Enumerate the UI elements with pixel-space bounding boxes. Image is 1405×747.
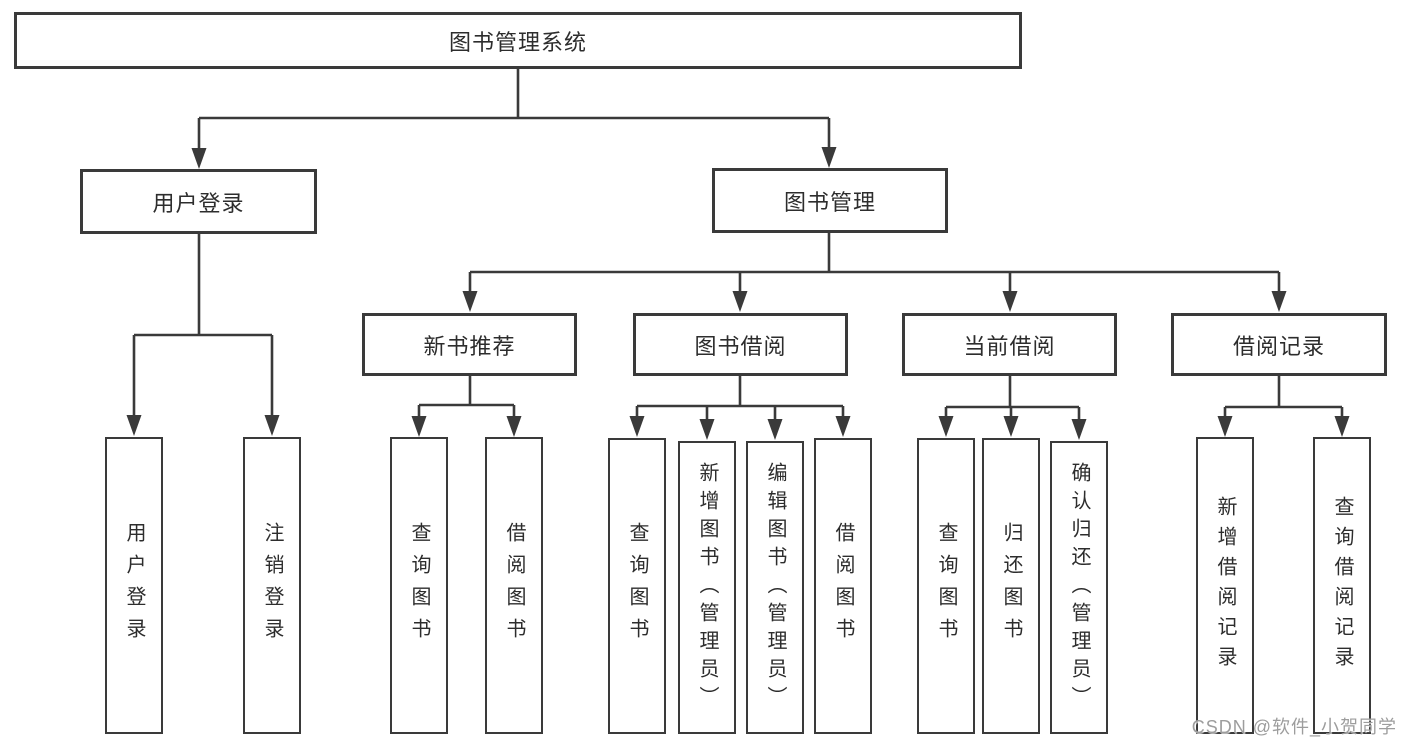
node-borrowing-records-label: 借阅记录 (1232, 333, 1325, 359)
leaf-add-book-admin-label: 新增图书（管理员） (696, 461, 718, 714)
node-user-login: 用户登录 (80, 169, 317, 234)
leaf-logout: 注销登录 (243, 437, 301, 734)
arrowhead-icon (1003, 416, 1019, 437)
leaf-return-book-label: 归还图书 (1000, 522, 1022, 650)
leaf-logout-label: 注销登录 (261, 521, 283, 650)
arrowhead-icon (767, 419, 783, 440)
node-book-borrowing: 图书借阅 (633, 313, 848, 376)
arrowhead-icon (126, 415, 142, 436)
leaf-return-book: 归还图书 (982, 438, 1040, 734)
arrowhead-icon (1271, 291, 1287, 312)
leaf-borrow-books-1-label: 借阅图书 (503, 521, 525, 650)
connector-root (197, 68, 831, 152)
node-new-book-recommendation-label: 新书推荐 (423, 333, 516, 359)
leaf-edit-book-admin: 编辑图书（管理员） (746, 441, 804, 734)
csdn-watermark: CSDN @软件_小贺同学 (1191, 717, 1397, 737)
arrowhead-icon (1334, 416, 1350, 437)
connector-borrowing-records (1223, 376, 1344, 421)
connector-book-borrowing (635, 376, 845, 421)
node-root-label: 图书管理系统 (448, 29, 587, 55)
node-borrowing-records: 借阅记录 (1171, 313, 1387, 376)
arrowhead-icon (411, 416, 427, 437)
leaf-query-books-2: 查询图书 (608, 438, 666, 734)
leaf-confirm-return-admin: 确认归还（管理员） (1050, 441, 1108, 734)
node-book-management: 图书管理 (712, 168, 948, 233)
leaf-user-login-label: 用户登录 (123, 521, 145, 650)
leaf-borrow-books-1: 借阅图书 (485, 437, 543, 734)
leaf-add-book-admin: 新增图书（管理员） (678, 441, 736, 734)
leaf-add-borrow-record: 新增借阅记录 (1196, 437, 1254, 734)
arrowheads (126, 147, 1350, 440)
connector-lines (132, 68, 1344, 421)
leaf-query-books-3: 查询图书 (917, 438, 975, 734)
node-book-borrowing-label: 图书借阅 (694, 333, 787, 359)
arrowhead-icon (264, 415, 280, 436)
node-book-management-label: 图书管理 (783, 189, 876, 215)
arrowhead-icon (835, 416, 851, 437)
arrowhead-icon (506, 416, 522, 437)
arrowhead-icon (732, 291, 748, 312)
arrowhead-icon (938, 416, 954, 437)
arrowhead-icon (462, 291, 478, 312)
leaf-query-books-1-label: 查询图书 (408, 521, 430, 650)
arrowhead-icon (699, 419, 715, 440)
leaf-query-books-3-label: 查询图书 (935, 522, 957, 650)
leaf-query-books-2-label: 查询图书 (626, 522, 648, 650)
arrowhead-icon (821, 147, 837, 168)
connector-current-borrowing (944, 376, 1081, 421)
leaf-query-borrow-record: 查询借阅记录 (1313, 437, 1371, 734)
leaf-user-login: 用户登录 (105, 437, 163, 734)
leaf-query-books-1: 查询图书 (390, 437, 448, 734)
arrowhead-icon (1002, 291, 1018, 312)
arrowhead-icon (1071, 419, 1087, 440)
leaf-add-borrow-record-label: 新增借阅记录 (1214, 495, 1236, 676)
leaf-borrow-books-2-label: 借阅图书 (832, 522, 854, 650)
connector-book-management (468, 233, 1281, 296)
leaf-edit-book-admin-label: 编辑图书（管理员） (764, 461, 786, 714)
connector-new-book (417, 376, 516, 421)
arrowhead-icon (1217, 416, 1233, 437)
arrowhead-icon (629, 416, 645, 437)
arrowhead-icon (191, 148, 207, 169)
node-current-borrowing-label: 当前借阅 (963, 333, 1056, 359)
node-new-book-recommendation: 新书推荐 (362, 313, 577, 376)
leaf-borrow-books-2: 借阅图书 (814, 438, 872, 734)
node-user-login-label: 用户登录 (152, 190, 245, 216)
leaf-query-borrow-record-label: 查询借阅记录 (1331, 495, 1353, 676)
connector-user-login (132, 234, 274, 420)
node-current-borrowing: 当前借阅 (902, 313, 1117, 376)
leaf-confirm-return-admin-label: 确认归还（管理员） (1068, 461, 1090, 714)
node-root-system: 图书管理系统 (14, 12, 1022, 69)
